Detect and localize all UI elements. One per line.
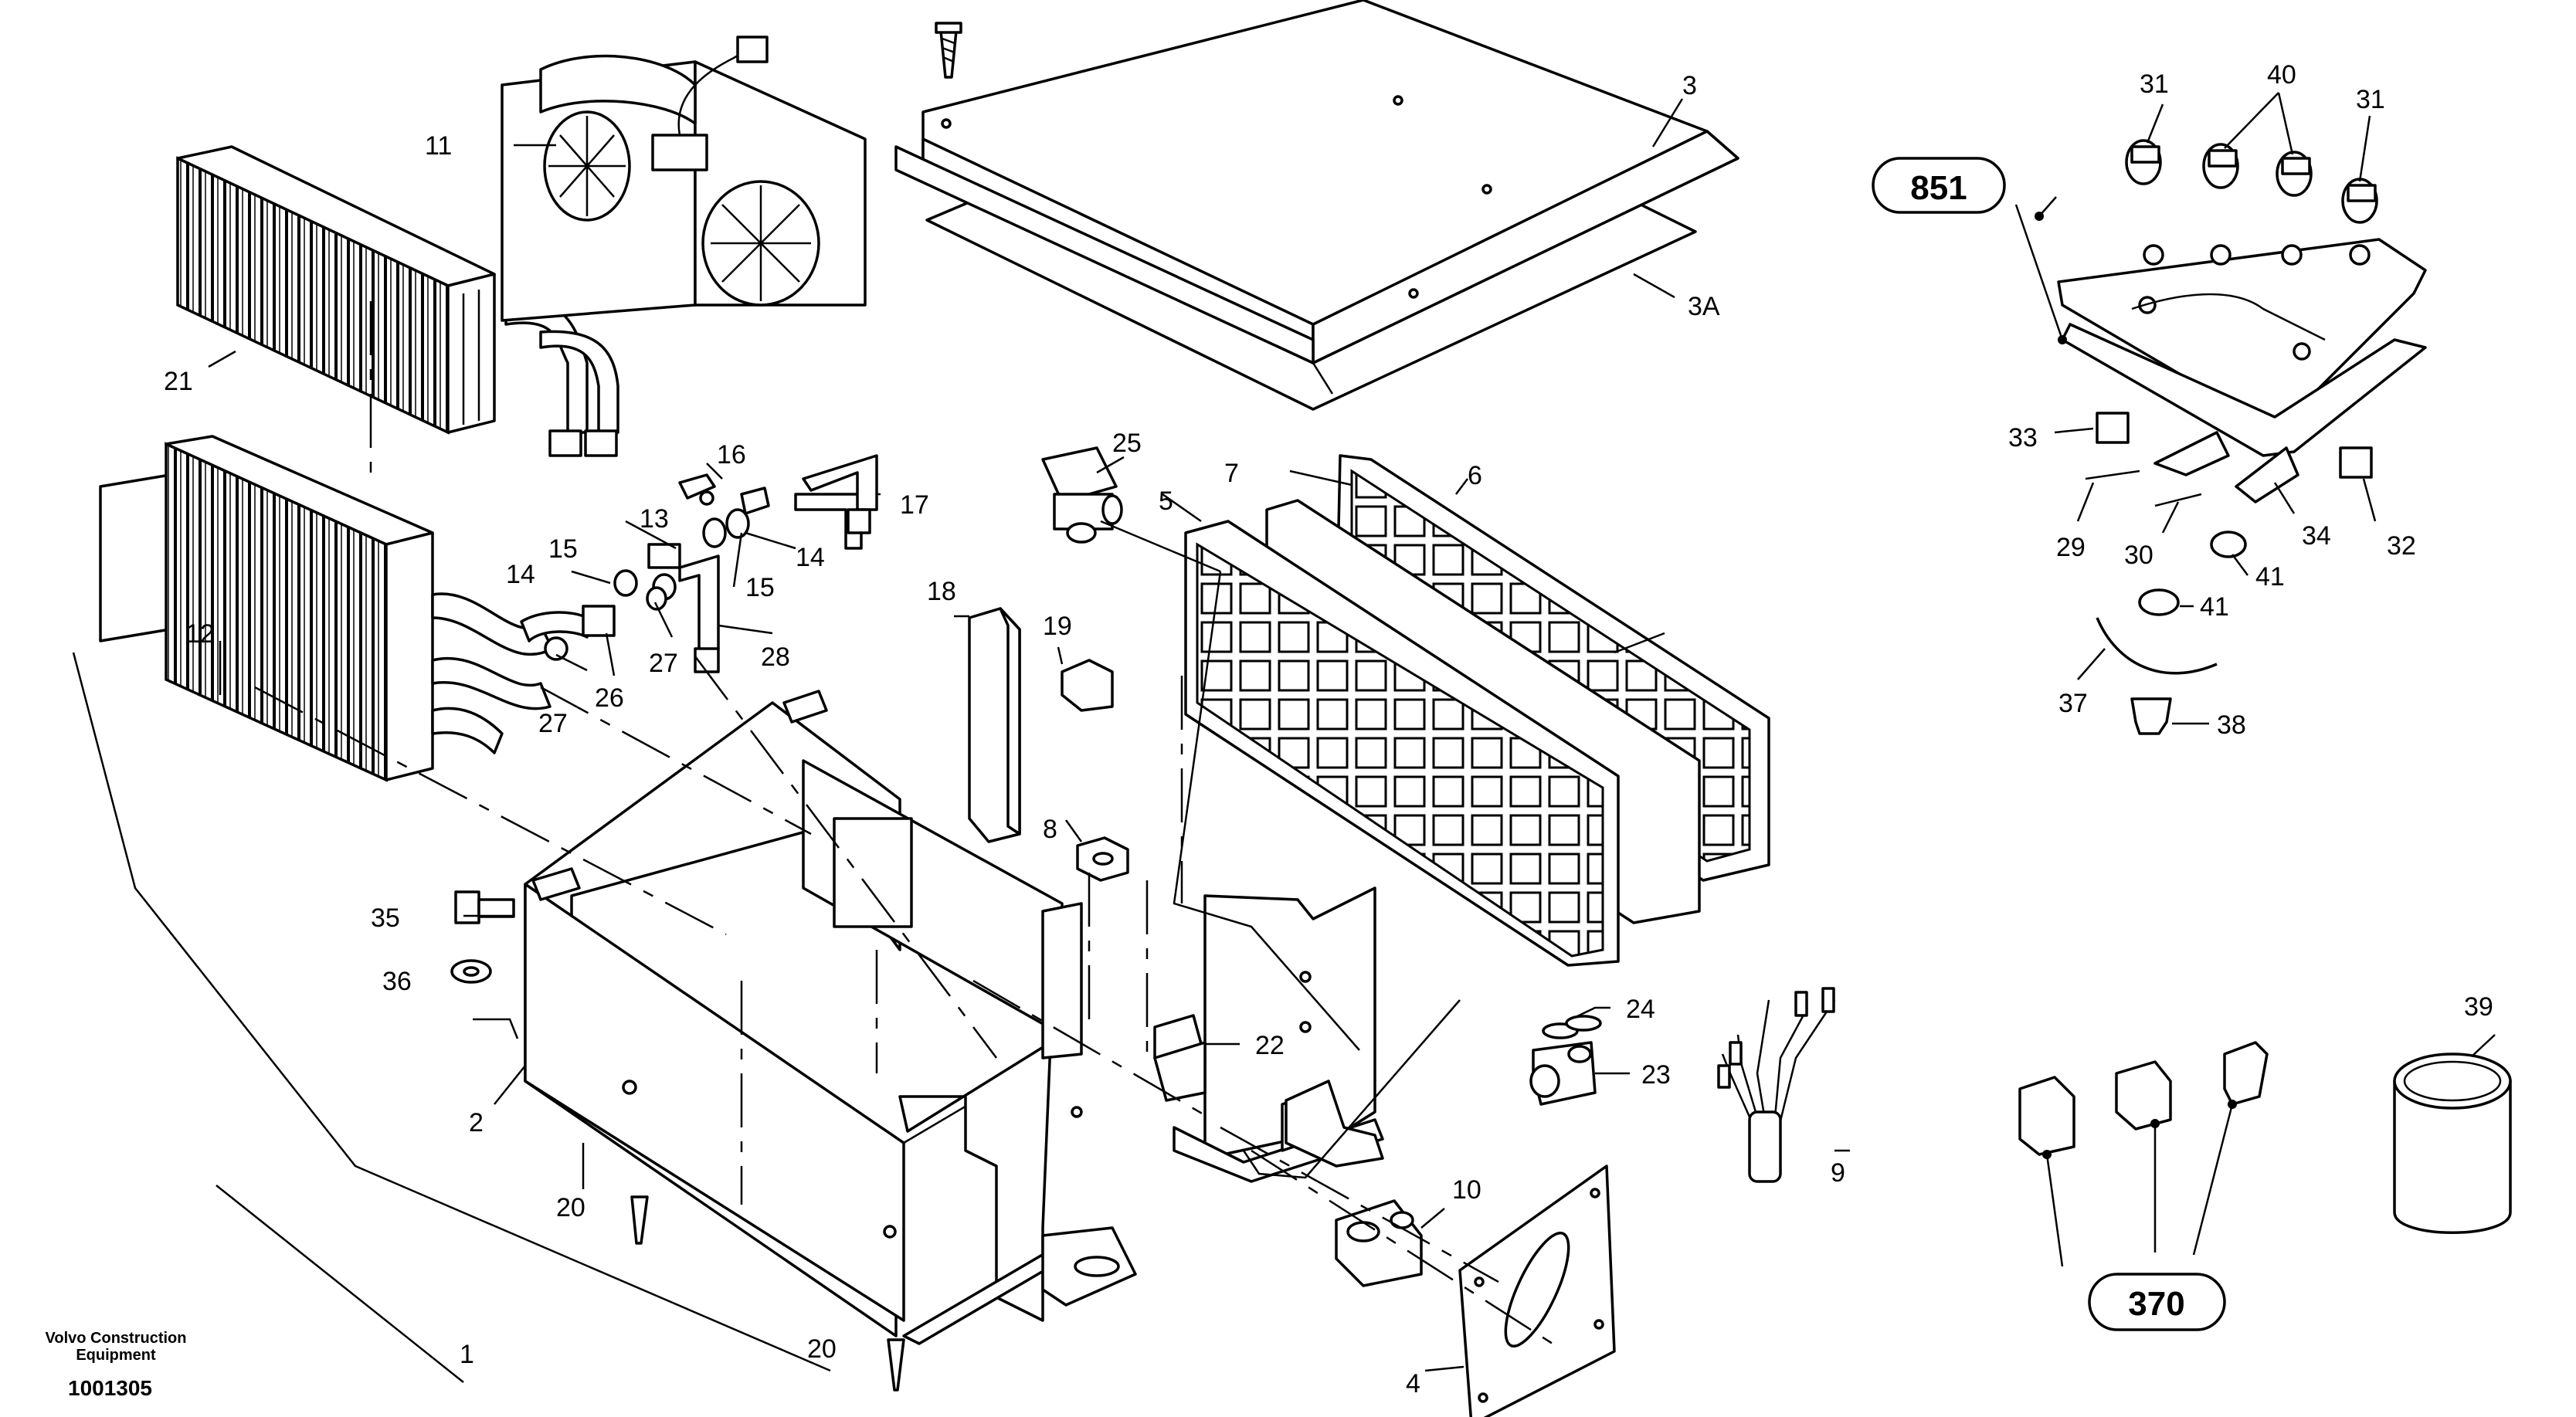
label-33: 33 (2008, 423, 2038, 453)
side-panel (1458, 1164, 1616, 1417)
label-25: 25 (1112, 429, 1142, 458)
label-30: 30 (2124, 541, 2153, 570)
label-5: 5 (1159, 486, 1173, 516)
label-14-left: 14 (506, 560, 535, 589)
label-31-left: 31 (2140, 69, 2169, 99)
label-40: 40 (2267, 60, 2296, 90)
label-15-left: 15 (548, 534, 578, 564)
label-18: 18 (927, 577, 956, 606)
label-24: 24 (1626, 995, 1655, 1024)
label-17: 17 (900, 490, 929, 520)
alignment-lines (254, 301, 1553, 1345)
label-35: 35 (371, 903, 400, 933)
label-27-right: 27 (649, 649, 678, 678)
label-23: 23 (1641, 1060, 1671, 1090)
brackets-and-blocks (1076, 836, 1602, 1287)
label-2: 2 (469, 1108, 484, 1137)
label-8: 8 (1043, 815, 1057, 844)
label-26: 26 (595, 683, 624, 713)
knobs (2125, 139, 2378, 224)
label-3a: 3A (1688, 292, 1720, 321)
part-labels: 1 2 3 3A 4 5 6 7 8 9 10 11 12 13 14 14 1… (164, 60, 2493, 1398)
label-32: 32 (2387, 531, 2416, 561)
fittings (544, 473, 770, 661)
label-20-lower: 20 (807, 1334, 837, 1364)
label-11: 11 (425, 131, 452, 161)
label-9: 9 (1831, 1158, 1845, 1188)
leader-dots (2035, 212, 2237, 1159)
sensor-switch (1041, 446, 1123, 544)
label-27-left: 27 (538, 709, 568, 738)
wire-harness (1717, 987, 1836, 1183)
label-29: 29 (2056, 533, 2086, 562)
label-4: 4 (1406, 1369, 1420, 1398)
drawing-number: 1001305 (68, 1376, 153, 1400)
sleeve (2393, 1053, 2512, 1234)
leader-lines (72, 92, 2496, 1383)
label-1: 1 (460, 1340, 474, 1369)
filters (1184, 454, 1770, 967)
label-31-right: 31 (2356, 85, 2385, 114)
label-22: 22 (1255, 1031, 1285, 1060)
brackets-18-19 (968, 607, 1114, 843)
label-3: 3 (1682, 71, 1697, 100)
callout-370: 370 (2088, 1273, 2226, 1331)
company-caption: Volvo Construction Equipment (45, 1330, 187, 1364)
label-41: 41 (2200, 592, 2229, 622)
label-15-right: 15 (745, 573, 775, 602)
label-20-upper: 20 (556, 1193, 585, 1222)
refrigerant-pipes (520, 454, 878, 673)
housing-frame (524, 690, 1384, 1345)
label-37: 37 (2058, 689, 2088, 718)
connector-parts (2018, 1041, 2269, 1156)
callout-851-label: 851 (1910, 169, 1967, 207)
label-28: 28 (761, 642, 790, 672)
label-19: 19 (1043, 612, 1072, 641)
label-36: 36 (382, 967, 412, 996)
label-13: 13 (640, 504, 669, 534)
label-10: 10 (1452, 1175, 1481, 1205)
label-41-upper: 41 (2255, 562, 2285, 592)
top-cover-and-gasket (894, 0, 1739, 411)
label-7: 7 (1224, 459, 1239, 488)
evaporator-core-lower (99, 435, 554, 782)
evaporator-core-upper (176, 145, 619, 457)
label-38: 38 (2217, 710, 2246, 740)
label-14-right: 14 (796, 543, 825, 572)
callout-370-label: 370 (2128, 1285, 2184, 1323)
control-panel-parts (2057, 139, 2427, 735)
label-34: 34 (2302, 521, 2331, 551)
label-16: 16 (717, 440, 746, 470)
blower-fan-assembly (501, 36, 867, 322)
callout-851: 851 (1872, 157, 2006, 214)
label-6: 6 (1468, 461, 1482, 490)
label-21: 21 (164, 367, 193, 396)
label-12: 12 (185, 619, 215, 649)
label-39: 39 (2464, 992, 2493, 1022)
fasteners (450, 890, 905, 1392)
